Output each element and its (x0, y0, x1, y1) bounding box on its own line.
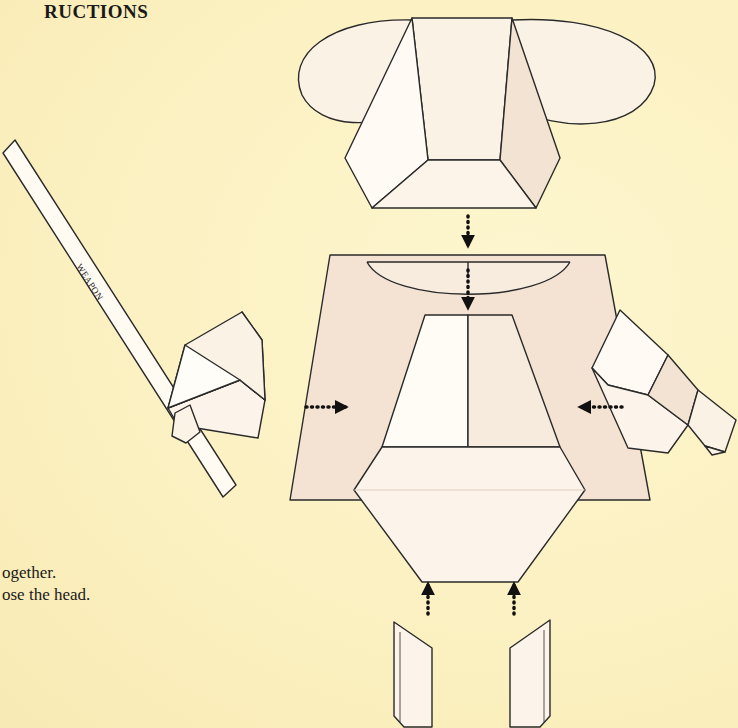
instruction-text: ogether. (2, 563, 56, 583)
assembly-arrows (306, 216, 622, 614)
right-arm (592, 310, 736, 455)
right-leg (510, 620, 550, 727)
weapon-stick (3, 140, 236, 497)
heading-text: RUCTIONS (44, 1, 148, 23)
left-leg (394, 622, 432, 727)
pelvis-block (354, 447, 585, 582)
chest-block (382, 315, 560, 447)
left-arm (168, 312, 265, 443)
instruction-text: ose the head. (2, 585, 90, 605)
weapon-grip (172, 405, 200, 443)
head-block (345, 18, 560, 208)
